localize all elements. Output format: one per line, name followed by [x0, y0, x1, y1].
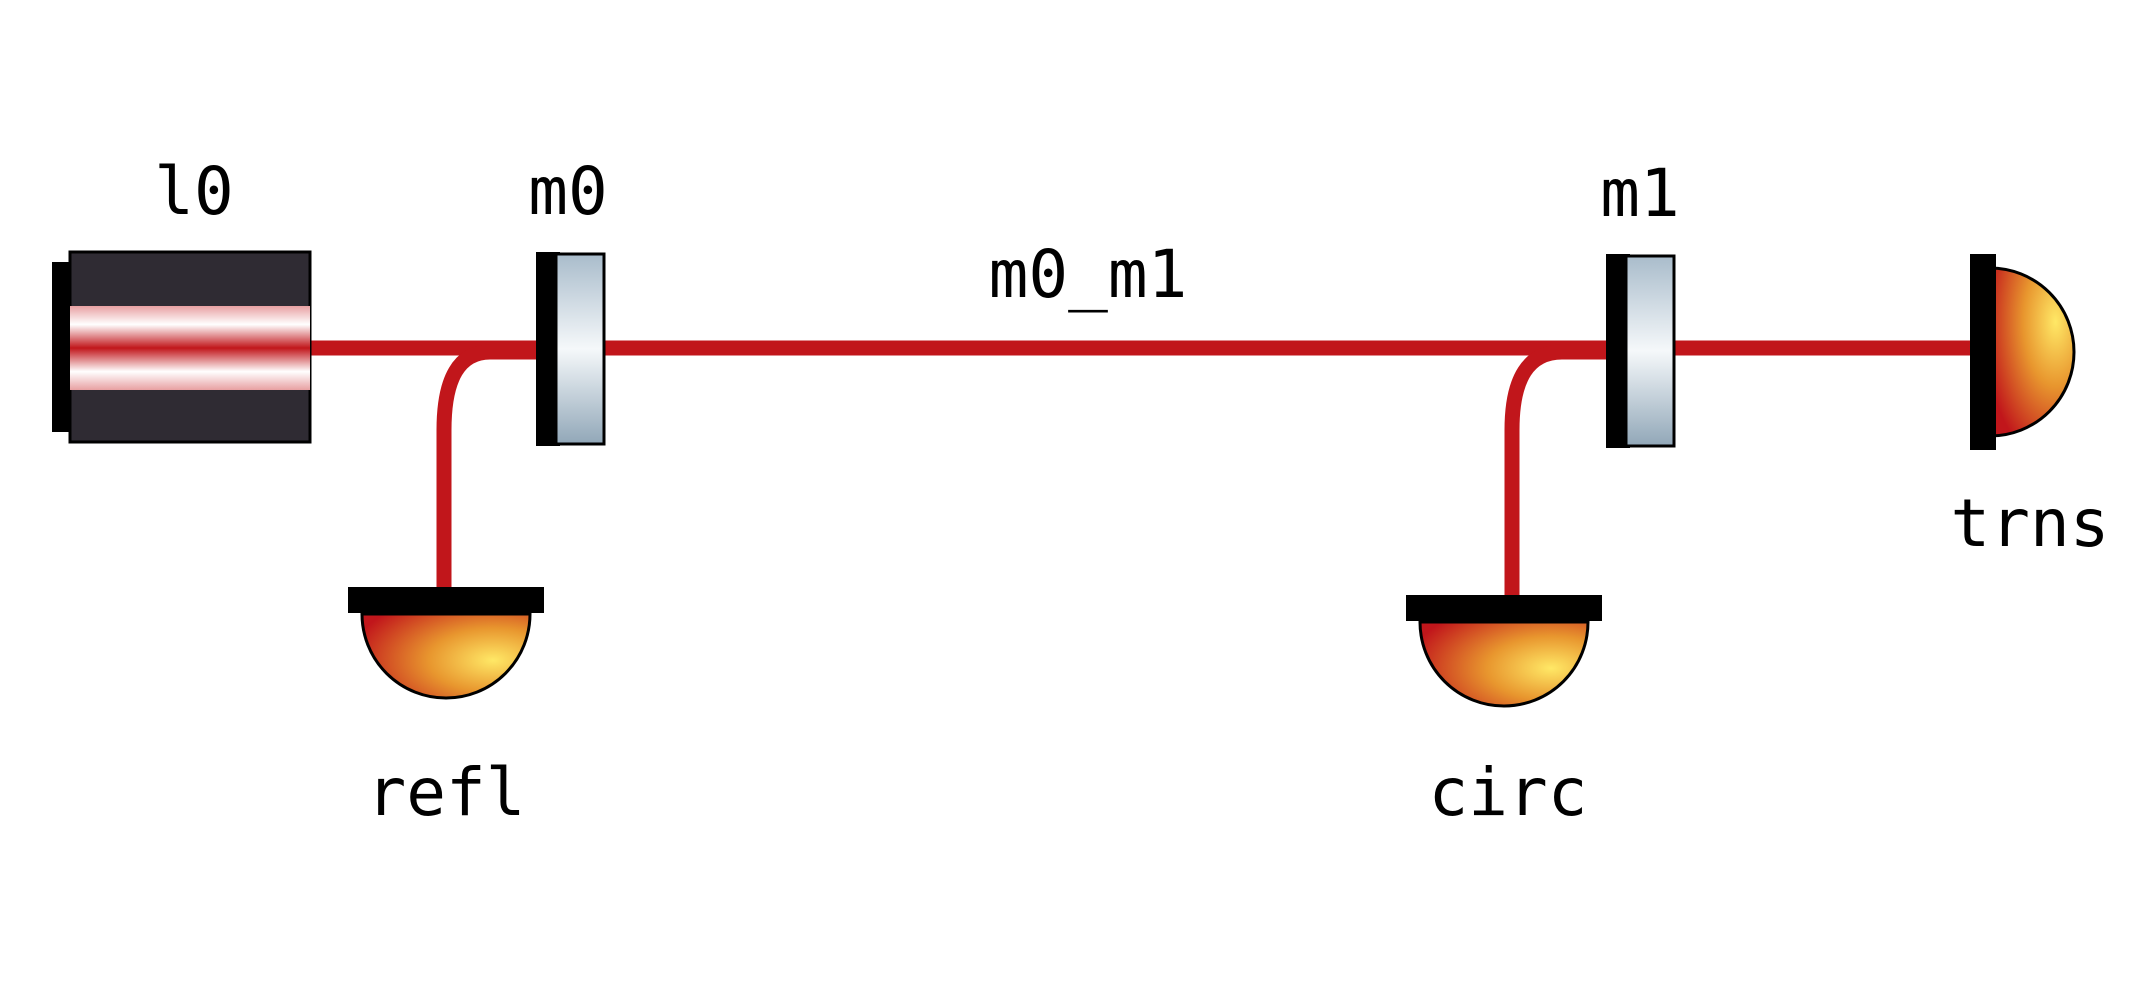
detector-refl-label: refl — [367, 754, 526, 831]
beam-m1-to-circ — [1504, 344, 1610, 600]
detector-refl: refl — [348, 587, 544, 831]
detector-trns-mount — [1970, 254, 1996, 450]
detector-trns-label: trns — [1951, 485, 2110, 562]
detector-refl-mount — [348, 587, 544, 613]
mirror-m1: m1 — [1600, 155, 1680, 448]
mirror-m1-label: m1 — [1600, 155, 1679, 232]
mirror-m0: m0 — [528, 153, 608, 446]
detector-trns-dome — [1988, 266, 2076, 438]
detector-circ: circ — [1406, 595, 1602, 831]
mirror-m0-glass — [554, 252, 606, 446]
detector-refl-dome — [360, 612, 532, 700]
detector-circ-label: circ — [1429, 754, 1588, 831]
laser-core — [70, 306, 310, 390]
laser-end-plate — [52, 262, 72, 432]
detector-circ-mount — [1406, 595, 1602, 621]
beam-paths — [308, 340, 1970, 600]
laser-label: l0 — [154, 153, 233, 230]
mirror-m0-label: m0 — [528, 153, 607, 230]
laser-l0: l0 — [52, 153, 312, 444]
detector-trns: trns — [1951, 254, 2110, 562]
beam-m0-to-refl — [436, 344, 538, 592]
detector-circ-dome — [1418, 620, 1590, 708]
space-label: m0_m1 — [989, 236, 1188, 313]
mirror-m1-glass — [1624, 254, 1676, 448]
